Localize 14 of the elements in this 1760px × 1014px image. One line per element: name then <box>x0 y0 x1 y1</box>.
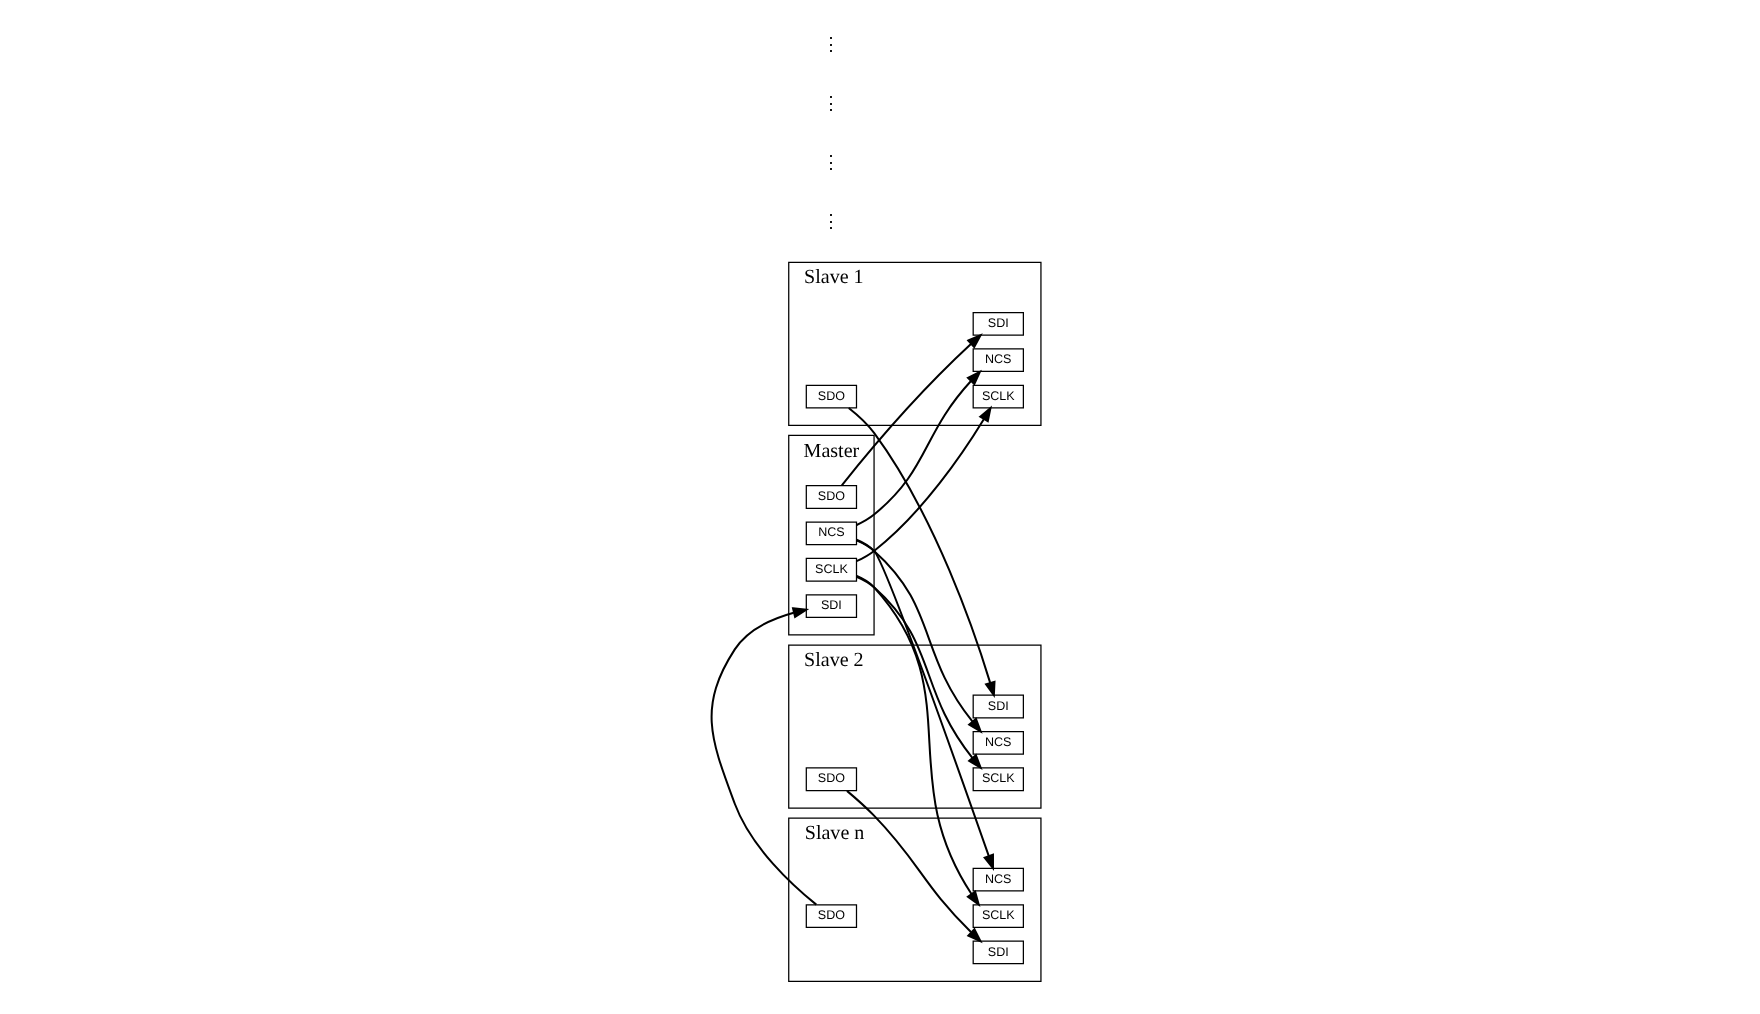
arrow <box>847 407 995 699</box>
arrow <box>855 539 982 734</box>
label: ⋮ <box>821 151 840 172</box>
arrow <box>855 369 981 526</box>
arrow <box>845 790 982 944</box>
label: ⋮ <box>821 210 840 231</box>
label: ⋮ <box>821 92 840 113</box>
arrow <box>855 405 991 563</box>
arrow <box>855 575 982 771</box>
arrow <box>855 538 993 871</box>
label: ⋮ <box>821 33 840 54</box>
arrow <box>709 607 816 906</box>
arrow <box>855 575 980 907</box>
arrow <box>840 333 982 486</box>
